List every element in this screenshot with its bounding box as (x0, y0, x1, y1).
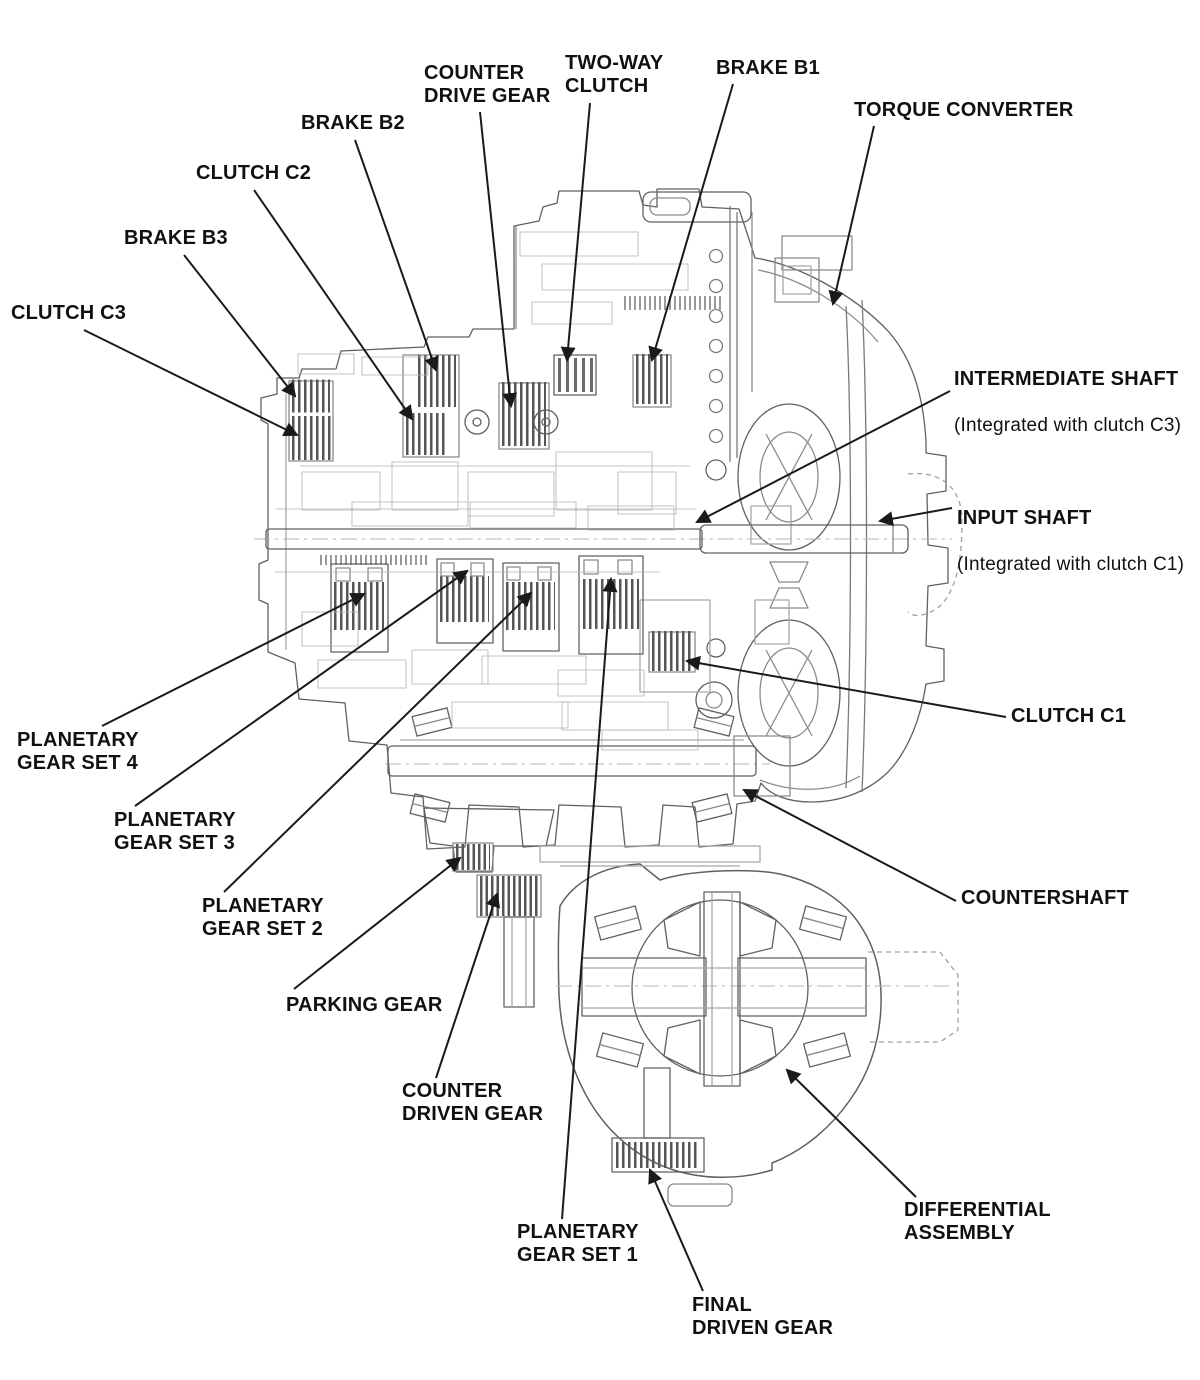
leader-torque-converter (828, 125, 875, 307)
label-intermediate-shaft-sub: (Integrated with clutch C3) (954, 415, 1182, 436)
label-planetary-gear-set-4: PLANETARY GEAR SET 4 (17, 729, 139, 774)
chain-drawing (708, 206, 738, 462)
label-intermediate-shaft: INTERMEDIATE SHAFT (Integrated with clut… (954, 345, 1181, 460)
label-planetary-gear-set-3: PLANETARY GEAR SET 3 (114, 809, 236, 854)
label-two-way-clutch: TWO-WAY CLUTCH (565, 52, 664, 97)
leader-counter-drive-gear (479, 111, 518, 409)
label-input-shaft: INPUT SHAFT (Integrated with clutch C1) (957, 484, 1184, 599)
label-parking-gear: PARKING GEAR (286, 994, 443, 1016)
differential-drawing (539, 845, 959, 1207)
leader-differential-assembly (785, 1068, 917, 1198)
leader-lines (83, 83, 1007, 1292)
leader-final-driven-gear (648, 1168, 704, 1292)
countershaft-drawing (385, 707, 791, 1008)
leader-planetary-gear-set-4 (101, 593, 366, 727)
label-clutch-c3: CLUTCH C3 (11, 302, 127, 324)
label-torque-converter: TORQUE CONVERTER (854, 99, 1074, 121)
leader-clutch-c1 (684, 655, 1007, 718)
label-brake-b1: BRAKE B1 (716, 57, 820, 79)
leader-planetary-gear-set-3 (134, 569, 469, 807)
torque-converter-drawing (695, 206, 868, 793)
leader-planetary-gear-set-2 (223, 591, 533, 893)
dashed-hub-outline (907, 472, 963, 617)
label-countershaft: COUNTERSHAFT (961, 887, 1129, 909)
label-input-shaft-title: INPUT SHAFT (957, 507, 1092, 529)
leader-planetary-gear-set-1 (561, 576, 618, 1220)
label-clutch-c1: CLUTCH C1 (1011, 705, 1127, 727)
label-counter-driven-gear: COUNTER DRIVEN GEAR (402, 1080, 544, 1125)
input-shaft-drawing (699, 524, 909, 554)
clutch-brake-packs-drawing (288, 354, 711, 693)
leader-brake-b1 (648, 83, 734, 363)
main-case-drawing (258, 188, 949, 850)
leader-counter-driven-gear (435, 892, 501, 1079)
label-brake-b3: BRAKE B3 (124, 227, 228, 249)
label-intermediate-shaft-title: INTERMEDIATE SHAFT (954, 368, 1179, 390)
leader-countershaft (742, 789, 957, 902)
label-clutch-c2: CLUTCH C2 (196, 162, 312, 184)
leader-parking-gear (293, 856, 462, 990)
label-counter-drive-gear: COUNTER DRIVE GEAR (424, 62, 551, 107)
label-planetary-gear-set-2: PLANETARY GEAR SET 2 (202, 895, 324, 940)
leader-clutch-c3 (83, 329, 299, 437)
shafts-drawing (254, 296, 963, 617)
planetary-gear-sets-drawing (330, 555, 644, 655)
leader-brake-b3 (183, 254, 297, 398)
artwork (254, 188, 963, 1207)
label-final-driven-gear: FINAL DRIVEN GEAR (692, 1294, 834, 1339)
leader-two-way-clutch (560, 102, 591, 363)
label-planetary-gear-set-1: PLANETARY GEAR SET 1 (517, 1221, 639, 1266)
label-input-shaft-sub: (Integrated with clutch C1) (957, 554, 1185, 575)
leader-brake-b2 (354, 139, 439, 372)
leader-intermediate-shaft (695, 390, 951, 523)
label-brake-b2: BRAKE B2 (301, 112, 405, 134)
intermediate-shaft-drawing (265, 528, 703, 550)
leader-clutch-c2 (253, 189, 414, 421)
leader-input-shaft (877, 507, 953, 527)
label-differential-assembly: DIFFERENTIAL ASSEMBLY (904, 1199, 1051, 1244)
